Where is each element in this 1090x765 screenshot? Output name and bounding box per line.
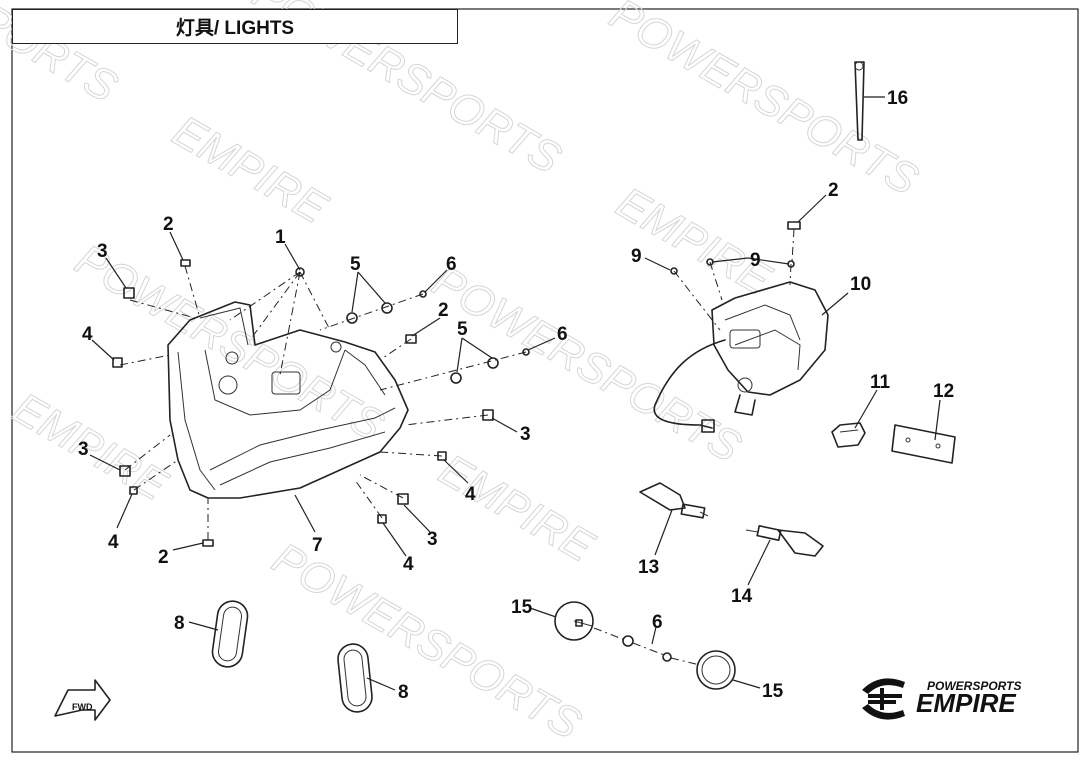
callout-12: 12 — [933, 381, 954, 402]
fwd-label: FWD — [72, 702, 93, 712]
watermark-line-4b: POWERSPORTS — [67, 235, 391, 451]
watermark-line-1c: POWERSPORTS — [602, 0, 926, 205]
watermark-line-2c: EMPIRE — [608, 178, 779, 305]
callouts: 1 2 3 4 5 6 2 5 6 3 3 4 4 2 7 3 4 8 8 9 … — [78, 88, 954, 703]
callout-15: 15 — [511, 597, 533, 618]
callout-9: 9 — [631, 246, 642, 267]
cable-tie — [854, 61, 865, 141]
turn-signal-left — [639, 482, 709, 519]
callout-4: 4 — [403, 554, 414, 575]
callout-11: 11 — [870, 372, 891, 393]
reflectors — [211, 600, 373, 713]
callout-2: 2 — [438, 300, 449, 321]
callout-6: 6 — [652, 612, 663, 633]
page-title: 灯具/ LIGHTS — [12, 9, 458, 44]
callout-5: 5 — [350, 254, 361, 275]
callout-9: 9 — [750, 250, 761, 271]
brand-line-2: EMPIRE — [916, 688, 1016, 718]
brand-logo: POWERSPORTS EMPIRE — [862, 678, 1021, 720]
reflector-caps — [554, 601, 736, 690]
watermark-line-3b: EMPIRE — [165, 106, 336, 233]
watermark-line-3c: POWERSPORTS — [424, 256, 748, 472]
license-plate-strip — [891, 424, 956, 464]
leader-lines — [89, 96, 941, 691]
callout-13: 13 — [638, 557, 659, 578]
callout-7: 7 — [312, 535, 323, 556]
callout-8: 8 — [398, 682, 409, 703]
callout-10: 10 — [850, 274, 871, 295]
watermark-line-4c: EMPIRE — [431, 445, 602, 572]
callout-2: 2 — [163, 214, 174, 235]
turn-signal-right — [745, 525, 824, 557]
callout-4: 4 — [82, 324, 93, 345]
watermark-line-5b: EMPIRE — [5, 384, 176, 511]
callout-16: 16 — [887, 88, 908, 109]
callout-4: 4 — [108, 532, 119, 553]
callout-14: 14 — [731, 586, 753, 607]
callout-1: 1 — [275, 227, 286, 248]
callout-6: 6 — [557, 324, 568, 345]
callout-2: 2 — [828, 180, 839, 201]
license-light — [831, 422, 866, 448]
callout-5: 5 — [457, 319, 468, 340]
callout-3: 3 — [427, 529, 438, 550]
callout-3: 3 — [78, 439, 89, 460]
forward-arrow-icon: FWD — [54, 679, 111, 721]
callout-15: 15 — [762, 681, 784, 702]
callout-8: 8 — [174, 613, 185, 634]
callout-3: 3 — [97, 241, 108, 262]
watermark-line-5c: POWERSPORTS — [264, 534, 588, 750]
assembly-lines — [119, 265, 527, 540]
brand-line-1: POWERSPORTS — [927, 679, 1021, 693]
callout-3: 3 — [520, 424, 531, 445]
tail-light-assembly — [653, 221, 829, 433]
watermark: POWERSPORTS EMPIRE POWERSPORTS EMPIRE PO… — [0, 0, 927, 750]
callout-2: 2 — [158, 547, 169, 568]
callout-6: 6 — [446, 254, 457, 275]
diagram-border — [11, 8, 1079, 753]
brand-logo-mark-icon — [862, 678, 905, 720]
callout-4: 4 — [465, 484, 476, 505]
headlight-assembly — [167, 301, 409, 499]
